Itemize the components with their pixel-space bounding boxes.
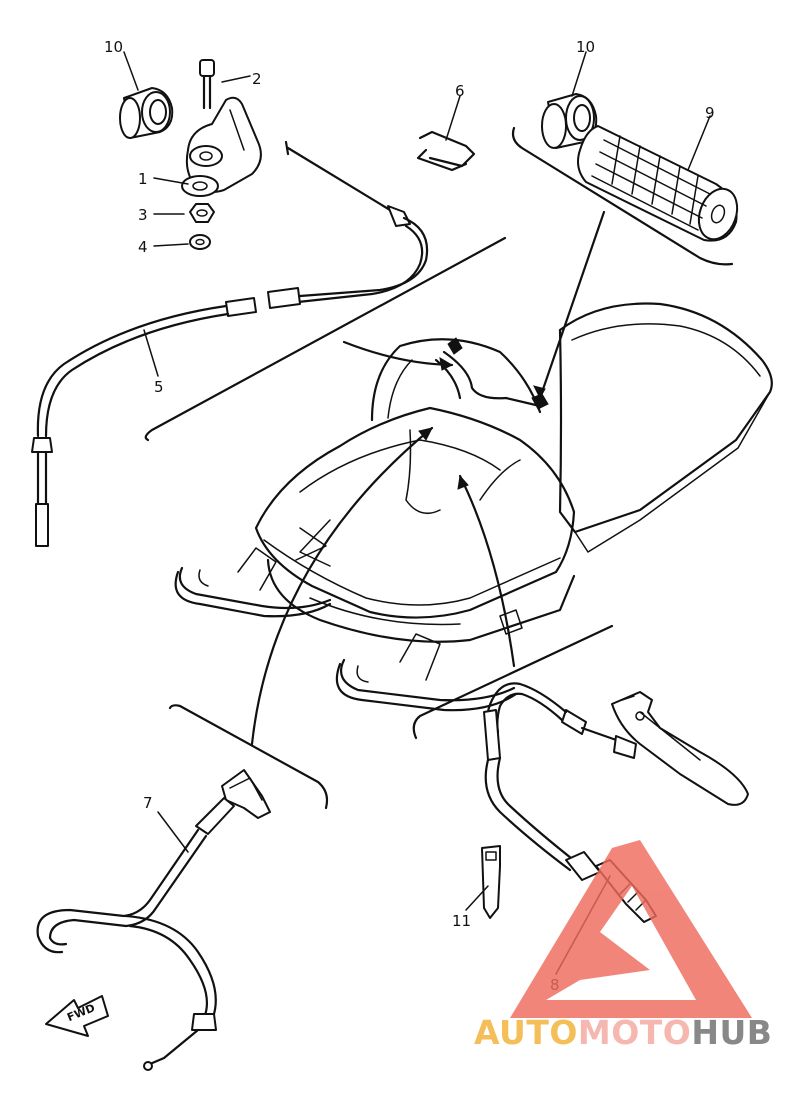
watermark-moto: MOTO: [578, 1013, 691, 1052]
group-bracket-grip: [511, 126, 734, 266]
forward-direction-arrow: FWD: [45, 995, 109, 1037]
throttle-cable: [31, 140, 429, 547]
callout-part-1: 1: [138, 170, 148, 188]
watermark: AUTOMOTOHUB: [474, 840, 772, 1052]
callout-part-7: 7: [143, 794, 153, 812]
callout-part-11: 11: [452, 912, 471, 930]
callout-part-3: 3: [138, 206, 148, 224]
callout-part-4: 4: [138, 238, 148, 256]
callout-part-6: 6: [455, 82, 465, 100]
clip: [416, 130, 476, 172]
grip-end-right: [541, 93, 598, 149]
callout-part-9: 9: [705, 104, 715, 122]
speedometer-cable: [36, 769, 271, 1071]
watermark-auto: AUTO: [474, 1013, 578, 1052]
grip-end-left: [119, 87, 174, 139]
watermark-hub: HUB: [691, 1013, 772, 1052]
callout-part-5: 5: [154, 378, 164, 396]
throttle-lever-assembly: [181, 59, 262, 250]
callout-part-10-right: 10: [576, 38, 595, 56]
snowmobile-illustration: [174, 302, 773, 712]
brake-lever: [611, 691, 749, 806]
callout-part-2: 2: [252, 70, 262, 88]
bolt-head: [199, 59, 215, 77]
cable-tie: [481, 845, 501, 919]
callout-part-10-left: 10: [104, 38, 123, 56]
pointer-lines: [250, 210, 606, 746]
group-bracket-brake: [412, 624, 614, 740]
watermark-wordmark: AUTOMOTOHUB: [474, 1013, 772, 1052]
group-bracket-speedometer: [168, 704, 329, 810]
watermark-triangle-logo: [510, 840, 752, 1018]
group-bracket-throttle: [144, 236, 507, 442]
handlebar-grip: [577, 125, 739, 242]
